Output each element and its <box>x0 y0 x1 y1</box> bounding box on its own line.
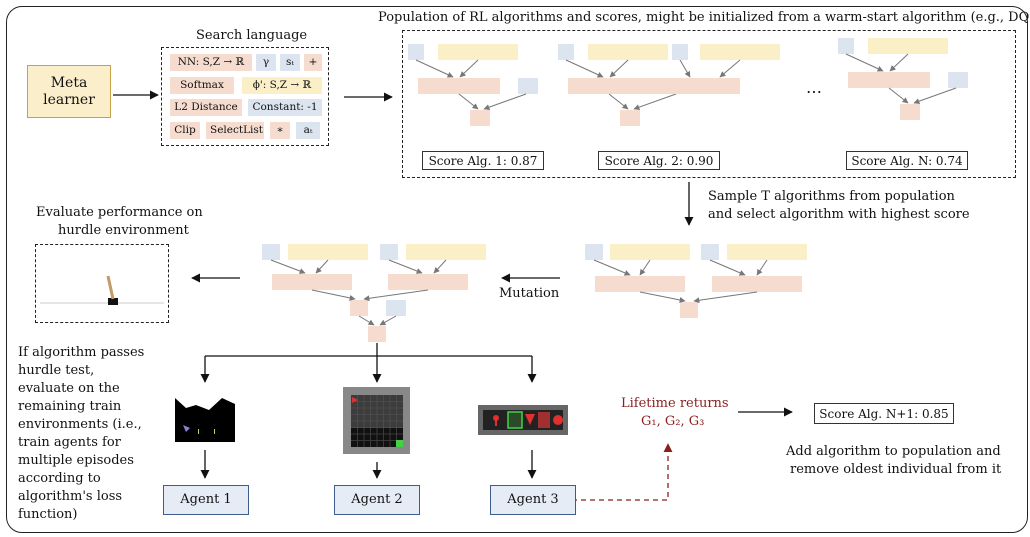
token-gamma: γ <box>256 54 276 71</box>
token-state: sₜ <box>280 54 300 71</box>
mutated-algorithm-tree <box>262 244 486 342</box>
token-softmax: Softmax <box>170 77 234 94</box>
population-ellipsis: … <box>806 78 822 97</box>
selected-algorithm-tree <box>585 244 807 318</box>
population-tree-n <box>838 38 968 120</box>
hurdle-text-line: algorithm's loss <box>18 489 123 504</box>
sample-text-line-2: and select algorithm with highest score <box>708 207 970 222</box>
token-clip: Clip <box>170 122 200 139</box>
hurdle-text-line: If algorithm passes <box>18 345 145 360</box>
hurdle-text-line: remaining train <box>18 399 122 414</box>
hurdle-text-line: train agents for <box>18 435 121 450</box>
population-caption: Population of RL algorithms and scores, … <box>378 10 1030 25</box>
score-alg-n-plus-1: Score Alg. N+1: 0.85 <box>814 403 954 424</box>
evaluate-text-line-2: hurdle environment <box>58 223 189 238</box>
hurdle-text-line: evaluate on the <box>18 381 120 396</box>
hurdle-text-line: function) <box>18 507 78 522</box>
agent-1-box: Agent 1 <box>163 485 249 515</box>
meta-learner-box: Meta learner <box>27 65 111 118</box>
token-l2-distance: L2 Distance <box>170 99 242 116</box>
score-alg-n: Score Alg. N: 0.74 <box>846 151 968 170</box>
population-tree-1 <box>408 44 538 126</box>
hurdle-text-line: environments (i.e., <box>18 417 142 432</box>
add-text-line-2: remove oldest individual from it <box>790 462 1002 477</box>
agent-3-box: Agent 3 <box>490 485 576 515</box>
token-selectlist: SelectList <box>206 122 264 139</box>
token-nn: NN: S,Z → ℝ <box>170 54 252 71</box>
hurdle-text-line: hurdle test, <box>18 363 95 378</box>
search-language-box: NN: S,Z → ℝ γ sₜ + Softmax ϕ': S,Z → ℝ L… <box>161 47 329 146</box>
population-box <box>402 30 1016 178</box>
token-constant: Constant: -1 <box>248 99 322 116</box>
score-alg-2: Score Alg. 2: 0.90 <box>598 151 720 170</box>
search-language-title: Search language <box>196 28 308 43</box>
score-alg-1: Score Alg. 1: 0.87 <box>422 151 544 170</box>
agent-2-box: Agent 2 <box>334 485 420 515</box>
mutation-label: Mutation <box>499 286 560 301</box>
lifetime-returns-title: Lifetime returns <box>621 396 729 411</box>
hurdle-text-line: according to <box>18 471 101 486</box>
add-text-line-1: Add algorithm to population and <box>786 444 1001 459</box>
lifetime-returns-values: G₁, G₂, G₃ <box>641 414 705 429</box>
token-phi: ϕ': S,Z → ℝ <box>242 77 322 94</box>
outer-frame <box>6 6 1028 533</box>
token-action: aₜ <box>296 122 320 139</box>
hurdle-test-text: If algorithm passes hurdle test, evaluat… <box>18 344 144 524</box>
hurdle-text-line: multiple episodes <box>18 453 134 468</box>
meta-learner-label: Meta learner <box>43 74 95 108</box>
evaluate-text-line-1: Evaluate performance on <box>36 205 203 220</box>
token-plus: + <box>304 54 322 71</box>
token-multiply: ∗ <box>270 122 290 139</box>
hurdle-environment-box <box>35 244 169 323</box>
sample-text-line-1: Sample T algorithms from population <box>708 189 955 204</box>
